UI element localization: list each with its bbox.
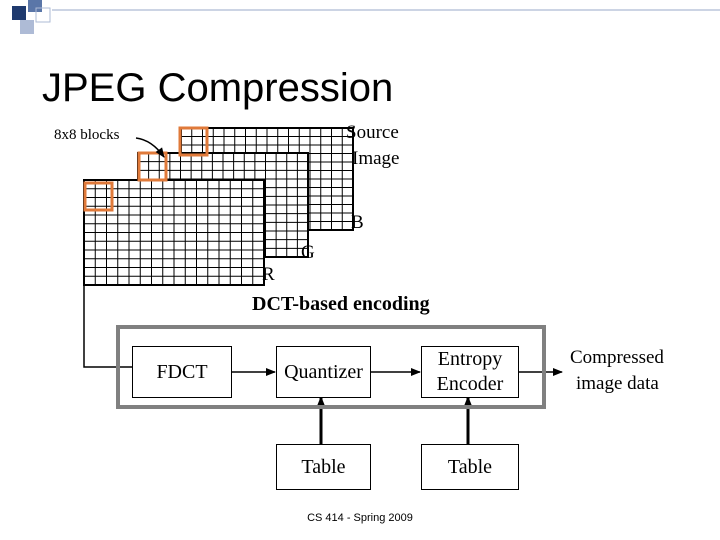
header-square-dark xyxy=(12,6,26,20)
input-arrow xyxy=(83,285,147,371)
channel-r-grid xyxy=(83,179,265,286)
quantizer-box: Quantizer xyxy=(276,346,371,398)
header-square-mid xyxy=(28,0,42,12)
source-image-label-line1: Source xyxy=(346,122,399,143)
pipeline-frame xyxy=(116,325,546,409)
header-decoration xyxy=(12,0,720,34)
encoder-table-box: Table xyxy=(421,444,519,490)
blocks-label: 8x8 blocks xyxy=(54,127,120,143)
blocks-label-arrow xyxy=(135,137,165,158)
output-label-line1: Compressed xyxy=(570,347,664,368)
source-image-label-line2: Image xyxy=(352,148,400,169)
header-square-outline xyxy=(35,7,51,23)
pipeline-heading: DCT-based encoding xyxy=(252,293,430,315)
channel-label-b: B xyxy=(351,212,364,233)
quantizer-table-box: Table xyxy=(276,444,371,490)
channel-label-g: G xyxy=(301,242,315,263)
output-label-line2: image data xyxy=(576,373,659,394)
fdct-box: FDCT xyxy=(132,346,232,398)
block-highlight-r xyxy=(83,181,114,212)
channel-label-r: R xyxy=(262,264,275,285)
header-square-light xyxy=(20,20,34,34)
entropy-encoder-box: Entropy Encoder xyxy=(421,346,519,398)
block-highlight-b xyxy=(178,126,209,157)
footer-text: CS 414 - Spring 2009 xyxy=(307,512,413,524)
block-highlight-g xyxy=(137,151,168,182)
page-title: JPEG Compression xyxy=(42,66,394,110)
